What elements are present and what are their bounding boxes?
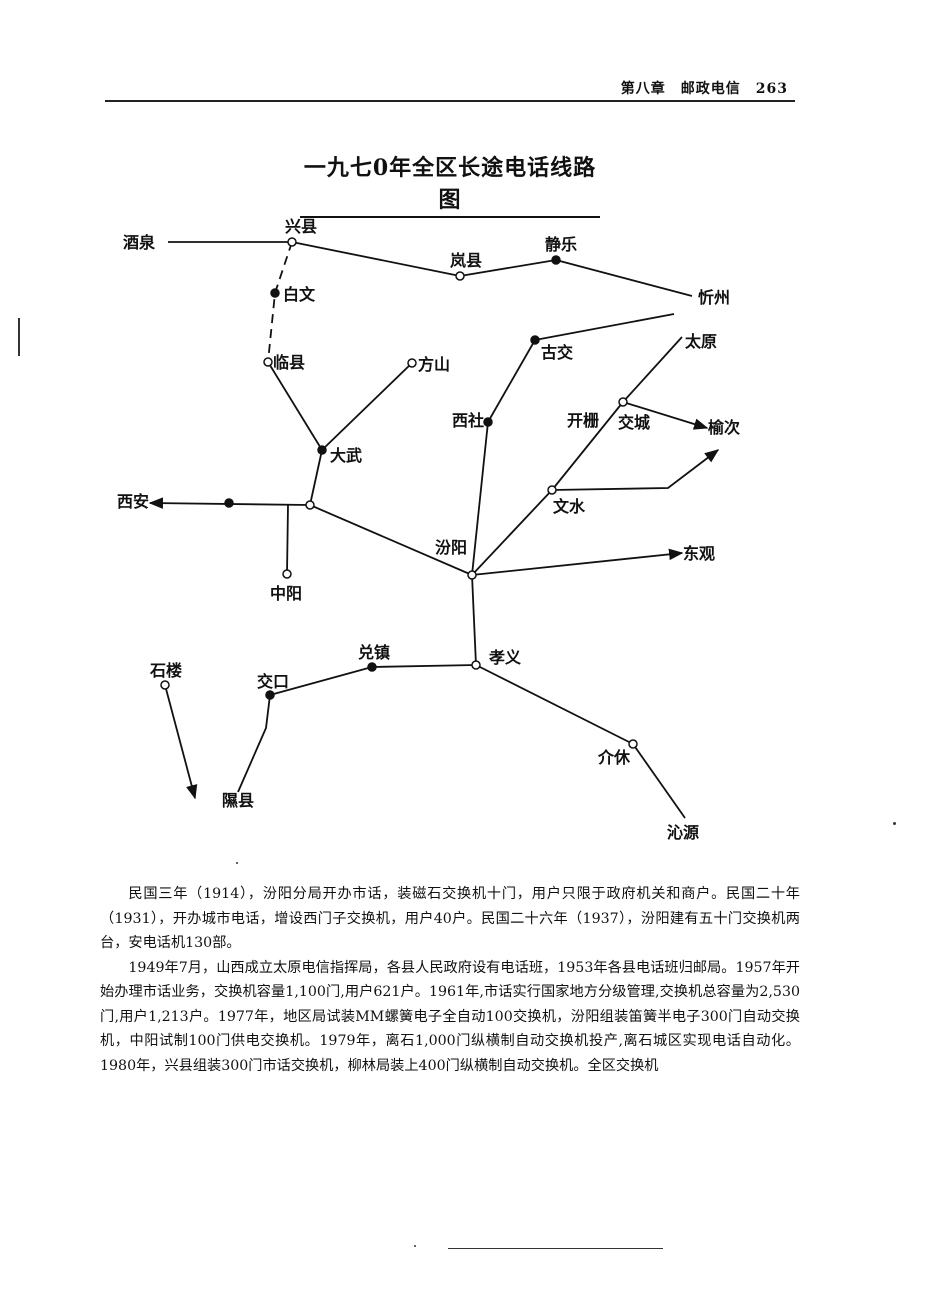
line-fenyang-wenshui <box>471 489 553 576</box>
label-yuanyuan: 沁源 <box>667 823 699 842</box>
footer-rule <box>448 1248 663 1249</box>
node-jiexiu <box>628 739 638 749</box>
scan-speck <box>893 822 896 825</box>
line-fangshan-dawu <box>321 362 413 451</box>
line-xishe-gujiao <box>487 339 536 423</box>
label-xinzhou: 忻州 <box>698 288 730 307</box>
node-baiwen <box>270 288 280 298</box>
label-zhongyang: 中阳 <box>270 584 302 603</box>
node-xiaoyi <box>471 660 481 670</box>
label-jiuquan: 酒泉 <box>123 233 156 252</box>
line-jingle-xinzhou <box>555 259 693 297</box>
node-fenyang <box>467 570 477 580</box>
node-gujiao <box>530 335 540 345</box>
label-wenshui: 文水 <box>553 497 586 516</box>
node-linxian <box>263 357 273 367</box>
node-duizhen <box>367 662 377 672</box>
label-jingle: 静乐 <box>545 235 577 254</box>
node-xishe <box>483 417 493 427</box>
label-xiaoyi: 孝义 <box>488 648 521 667</box>
label-jiaocheng: 交城 <box>618 413 650 432</box>
map-title: 一九七0年全区长途电话线路图 <box>300 150 600 218</box>
line-duizhen-jiaokou <box>269 666 373 696</box>
node-jingle <box>551 255 561 265</box>
line-wenshui-jiaocheng <box>551 401 624 491</box>
label-lanxian: 岚县 <box>450 251 482 270</box>
label-xingxian: 兴县 <box>285 217 317 236</box>
label-fangshan: 方山 <box>418 355 450 374</box>
line-fenyang-xishe <box>471 421 489 576</box>
body-text: 民国三年（1914），汾阳分局开办市话，装磁石交换机十门，用户只限于政府机关和商… <box>100 882 800 1078</box>
line-wenshui-northeast <box>551 449 720 491</box>
label-fenyang: 汾阳 <box>435 538 467 557</box>
node-xingxian <box>287 237 297 247</box>
line-junction-zhongyang <box>286 504 289 575</box>
label-gujiao: 古交 <box>541 343 573 362</box>
telephone-line-map: 酒泉 兴县 岚县 静乐 忻州 白文 临县 方山 大武 古交 太原 西社 开栅 交… <box>117 217 740 842</box>
label-baiwen: 白文 <box>283 285 316 304</box>
line-xiaoyi-duizhen <box>371 664 477 668</box>
label-duizhen: 兑镇 <box>358 643 390 662</box>
label-dawu: 大武 <box>330 446 362 465</box>
label-jiaokou: 交口 <box>257 672 289 691</box>
node-shilou <box>160 680 170 690</box>
line-jiaocheng-yuci <box>622 401 709 430</box>
paragraph-2: 1949年7月，山西成立太原电信指挥局，各县人民政府设有电话班，1953年各县电… <box>100 959 800 1074</box>
line-linxian-dawu <box>267 361 323 451</box>
line-shilou-south <box>164 684 198 800</box>
node-dawu <box>317 445 327 455</box>
line-lanxian-jingle <box>459 259 557 277</box>
node-fangshan <box>407 358 417 368</box>
margin-mark <box>18 318 20 356</box>
node-wenshui <box>547 485 557 495</box>
node-xian-mid <box>224 498 234 508</box>
header-rule <box>105 100 795 102</box>
line-xingxian-lanxian <box>291 241 461 277</box>
node-lanxian <box>455 271 465 281</box>
line-jiaocheng-taiyuan <box>622 336 683 403</box>
line-fenyang-dongguan <box>471 548 684 576</box>
line-xiaoyi-jiexiu <box>475 664 634 745</box>
node-jiaocheng <box>618 397 628 407</box>
line-fenyang-xiaoyi <box>471 574 477 666</box>
label-xian: 西安 <box>117 492 149 511</box>
label-xixian: 隰县 <box>222 791 254 810</box>
line-jiaokou-xixian <box>237 694 271 793</box>
line-dawu-junction <box>309 449 323 506</box>
scan-speck <box>236 862 238 864</box>
label-kaizha: 开栅 <box>567 411 599 430</box>
line-gujiao-east <box>534 313 675 341</box>
node-jiaokou <box>265 690 275 700</box>
label-linxian: 临县 <box>273 353 305 372</box>
label-taiyuan: 太原 <box>684 332 717 351</box>
label-shilou: 石楼 <box>149 661 182 680</box>
node-zhongyang <box>282 569 292 579</box>
paragraph-1: 民国三年（1914），汾阳分局开办市话，装磁石交换机十门，用户只限于政府机关和商… <box>100 886 800 951</box>
label-dongguan: 东观 <box>683 544 715 563</box>
line-jiexiu-yuanyuan <box>632 743 686 819</box>
page-header: 第八章 邮政电信 263 <box>620 81 788 97</box>
label-yuci: 榆次 <box>708 418 740 437</box>
line-junction-fenyang <box>309 504 473 576</box>
label-xishe: 西社 <box>452 411 484 430</box>
label-jiexiu: 介休 <box>597 748 631 767</box>
scan-speck <box>414 1245 416 1247</box>
node-junction <box>305 500 315 510</box>
